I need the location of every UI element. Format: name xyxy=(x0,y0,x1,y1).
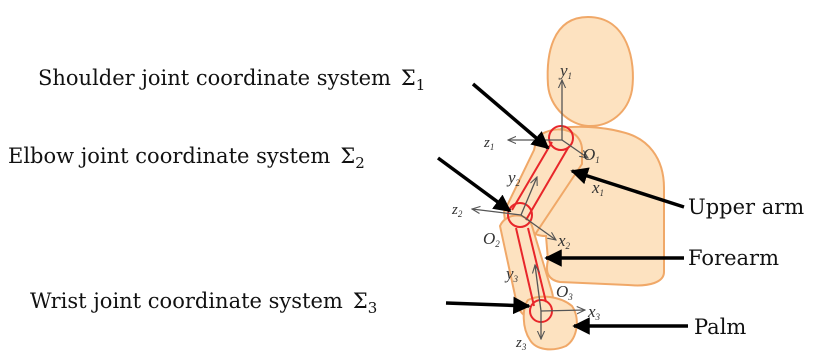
wrist-pointer-arrow xyxy=(445,296,531,315)
z1-label: z1 xyxy=(483,135,494,152)
x2-label: x2 xyxy=(557,231,571,251)
z3-label: z3 xyxy=(515,335,527,352)
y3-label: y3 xyxy=(504,264,519,284)
o2-label: O2 xyxy=(483,229,500,249)
o3-label: O3 xyxy=(556,282,573,302)
shoulder-pointer-arrow xyxy=(471,82,550,150)
x3-label: x3 xyxy=(587,302,601,322)
upper-arm-link-right xyxy=(525,147,569,221)
palm-label: Palm xyxy=(694,315,746,339)
wrist-axes xyxy=(535,265,585,339)
upper-arm-pointer-arrow xyxy=(570,167,685,209)
y1-label: y1 xyxy=(558,61,572,81)
o1-label: O1 xyxy=(583,145,600,165)
forearm-label: Forearm xyxy=(688,246,779,270)
z2-label: z2 xyxy=(451,202,463,219)
pointer-arrows xyxy=(436,82,688,335)
elbow-joint xyxy=(507,202,533,228)
y2-label: y2 xyxy=(506,168,521,188)
axis-labels: y1 z1 O1 x1 y2 z2 O2 x2 y3 O3 x3 z3 xyxy=(451,61,604,352)
upper-arm-label: Upper arm xyxy=(688,195,804,219)
forearm-link-left xyxy=(515,227,535,307)
elbow-pointer-arrow xyxy=(436,156,512,213)
human-figure xyxy=(498,15,665,351)
x1-label: x1 xyxy=(591,178,604,198)
